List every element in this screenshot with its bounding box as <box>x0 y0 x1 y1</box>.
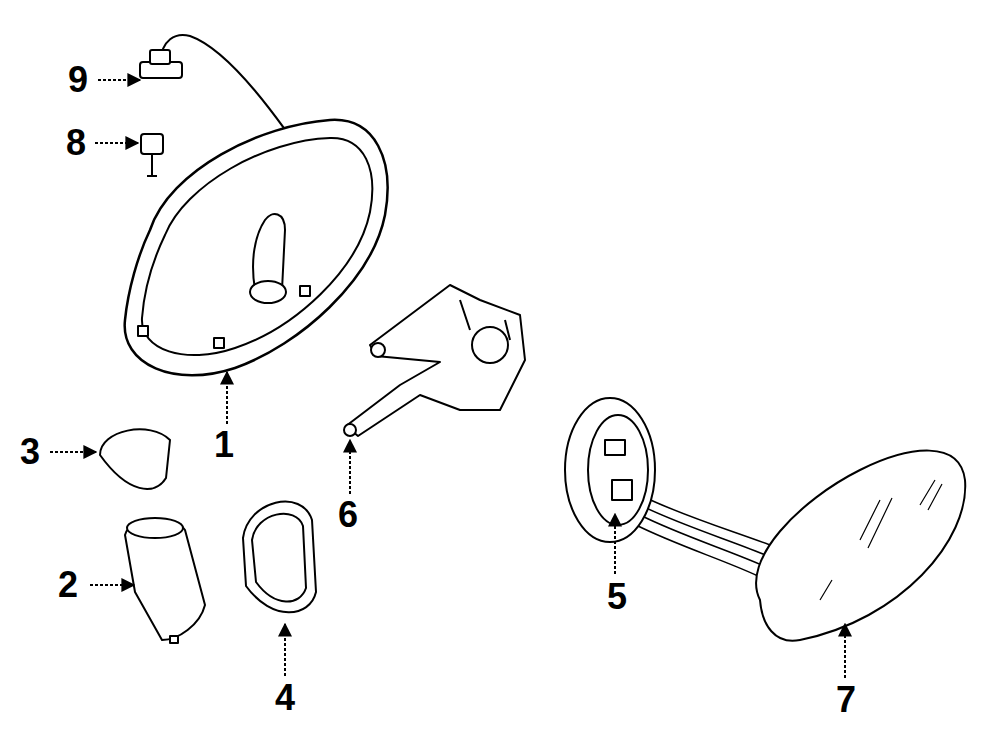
callout-number: 8 <box>66 125 86 161</box>
leader-line <box>349 440 351 494</box>
bracket-eye <box>371 343 385 357</box>
callout-number: 1 <box>214 427 234 463</box>
gasket-ring <box>243 502 316 613</box>
bracket <box>346 285 525 436</box>
housing-tab <box>300 286 310 296</box>
cap <box>100 429 170 489</box>
bracket-eye <box>344 424 356 436</box>
mount-socket <box>250 281 286 303</box>
housing-tab <box>138 326 148 336</box>
lamp-opening <box>127 518 183 538</box>
leader-line <box>50 451 96 453</box>
callout-number: 5 <box>607 579 627 615</box>
leader-line <box>614 514 616 574</box>
leader-lines <box>50 80 845 678</box>
parts <box>100 35 965 643</box>
callout-number: 2 <box>58 567 78 603</box>
motor-wires <box>636 495 770 576</box>
leader-line <box>90 584 134 586</box>
mirror-glass <box>756 451 965 641</box>
housing-rim <box>142 138 372 355</box>
switch-body <box>141 134 163 154</box>
leader-line <box>226 372 228 424</box>
callout-number: 3 <box>20 434 40 470</box>
leader-line <box>98 79 140 81</box>
connector-top <box>150 50 170 64</box>
motor-disc <box>565 398 655 542</box>
switch-pin <box>147 154 157 176</box>
motor-detail <box>605 440 632 500</box>
callout-number: 7 <box>836 682 856 718</box>
leader-line <box>95 142 138 144</box>
housing-mount <box>253 214 285 290</box>
callout-number: 4 <box>275 680 295 716</box>
mirror-housing <box>125 120 388 375</box>
gasket-inner <box>252 514 306 602</box>
bracket-ribs <box>460 300 510 340</box>
callout-number: 9 <box>68 62 88 98</box>
callout-number: 6 <box>338 497 358 533</box>
pivot-ball <box>472 327 508 363</box>
motor-face <box>588 415 648 525</box>
glass-hatch <box>820 480 942 600</box>
leader-line <box>844 624 846 678</box>
lamp-tab <box>170 636 178 643</box>
housing-tab <box>214 338 224 348</box>
leader-line <box>284 624 286 676</box>
